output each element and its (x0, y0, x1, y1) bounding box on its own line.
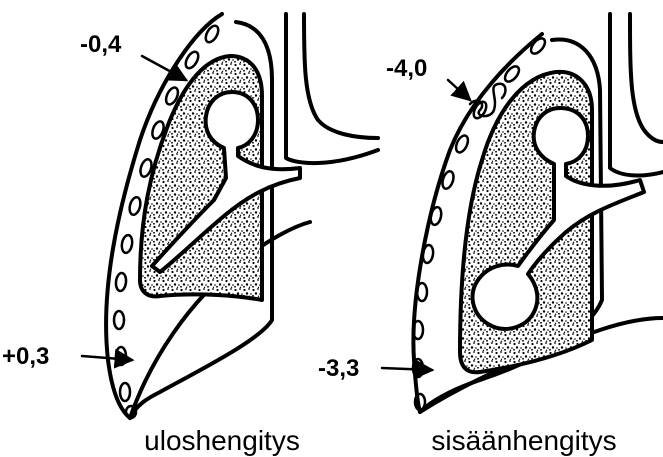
inspiration-lower-pressure: -3,3 (318, 355, 359, 382)
inspiration-upper-pressure: -4,0 (386, 55, 427, 82)
mediastinum (304, 14, 378, 138)
inspiration-lung (413, 14, 663, 412)
mediastinum (630, 14, 663, 142)
expiration-caption: uloshengitys (144, 425, 300, 456)
expiration-lower-pressure: +0,3 (2, 343, 49, 370)
upper-pointer-right (448, 80, 470, 100)
trachea (610, 14, 663, 175)
inspiration-caption: sisäänhengitys (431, 425, 616, 456)
lower-pointer-right (382, 368, 432, 370)
trachea (286, 14, 378, 163)
expiration-upper-pressure: -0,4 (80, 31, 122, 58)
